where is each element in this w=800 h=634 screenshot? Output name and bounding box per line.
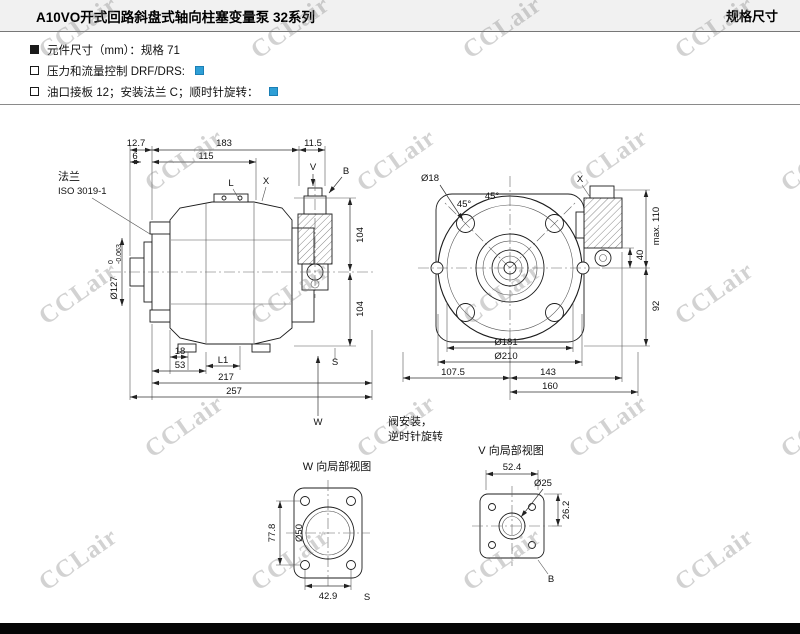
label-s: S [332, 357, 338, 368]
flange-label: 法兰 [58, 169, 80, 183]
dim-115: 115 [198, 151, 213, 162]
label-x-front: X [577, 174, 584, 185]
page-section-label: 规格尺寸 [725, 9, 778, 24]
dim-104-bottom: 104 [355, 301, 366, 317]
dim-dia181: Ø181 [494, 337, 517, 348]
valve-note-line1: 阀安装， [388, 414, 432, 428]
blue-square-icon [195, 66, 204, 75]
port-label-x: X [263, 176, 270, 187]
w-view-drawing: W 向局部视图 77.8 Ø50 42.9 S [267, 459, 371, 603]
side-view-drawing: 12.7 183 11.5 6 115 L X V B 法兰 ISO 3019-… [58, 138, 374, 428]
dim-dia127: Ø127 [109, 276, 120, 299]
bullet-text: 元件尺寸（mm）：规格 71 [47, 44, 180, 57]
dim-max-110: max. 110 [651, 207, 662, 245]
blue-square-icon [268, 87, 278, 96]
angle-45-left: 45° [457, 199, 472, 210]
dim-52-4: 52.4 [503, 462, 522, 473]
page-header: A10VO开式回路斜盘式轴向柱塞变量泵 32系列 规格尺寸 [0, 0, 800, 32]
dim-dia210: Ø210 [494, 351, 517, 362]
port-label-b: B [343, 166, 349, 177]
bullet-square-icon [30, 87, 39, 96]
dim-dia25: Ø25 [534, 478, 552, 489]
label-l1: L1 [218, 355, 229, 366]
flange-standard: ISO 3019-1 [58, 186, 107, 197]
dim-40: 40 [635, 250, 646, 261]
valve-note-line2: 逆时针旋转 [388, 429, 443, 443]
footer-bar [0, 623, 800, 634]
port-label-v: V [310, 162, 317, 173]
front-view-drawing: Ø18 45° 45° X max. 110 40 92 Ø181 [388, 173, 662, 443]
dim-dia18: Ø18 [421, 173, 439, 184]
bullet-text: 油口接板 12；安装法兰 C；顺时针旋转： [47, 86, 259, 99]
dim-104-top: 104 [355, 227, 366, 243]
dim-160: 160 [542, 381, 558, 392]
dim-18: 18 [175, 346, 186, 357]
dim-26-2: 26.2 [561, 501, 572, 520]
dim-12-7: 12.7 [127, 138, 146, 149]
w-view-title: W 向局部视图 [303, 459, 371, 473]
bullet-square-icon [30, 66, 39, 75]
dim-92: 92 [651, 301, 662, 312]
dim-107-5: 107.5 [441, 367, 465, 378]
dim-53: 53 [175, 360, 186, 371]
tol-lower: -0.063 [116, 244, 123, 264]
dim-42-9: 42.9 [319, 591, 338, 602]
port-label-l: L [228, 178, 233, 189]
bullet-item: 油口接板 12；安装法兰 C；顺时针旋转： [30, 81, 278, 102]
v-view-drawing: V 向局部视图 52.4 Ø25 26.2 B [472, 443, 572, 585]
tol-upper: 0 [108, 260, 115, 264]
v-view-title: V 向局部视图 [478, 443, 543, 457]
dim-6: 6 [132, 151, 137, 162]
label-b-v: B [548, 574, 554, 585]
label-w: W [314, 417, 323, 428]
dim-143: 143 [540, 367, 556, 378]
dim-183: 183 [216, 138, 232, 149]
bullet-square-icon [30, 45, 39, 54]
dim-dia50: Ø50 [294, 524, 305, 542]
angle-45-right: 45° [485, 191, 500, 202]
bullet-item: 元件尺寸（mm）：规格 71 [30, 39, 278, 60]
bullet-list: 元件尺寸（mm）：规格 71 压力和流量控制 DRF/DRS: 油口接板 12；… [30, 39, 278, 102]
page-title: A10VO开式回路斜盘式轴向柱塞变量泵 32系列 [36, 9, 316, 25]
label-s-w: S [364, 592, 370, 603]
dim-217: 217 [218, 372, 234, 383]
bullet-item: 压力和流量控制 DRF/DRS: [30, 60, 278, 81]
divider-line [0, 104, 800, 105]
dim-257: 257 [226, 386, 242, 397]
dim-11-5: 11.5 [304, 138, 322, 149]
bullet-text: 压力和流量控制 DRF/DRS: [47, 65, 185, 78]
dim-77-8: 77.8 [267, 524, 278, 543]
